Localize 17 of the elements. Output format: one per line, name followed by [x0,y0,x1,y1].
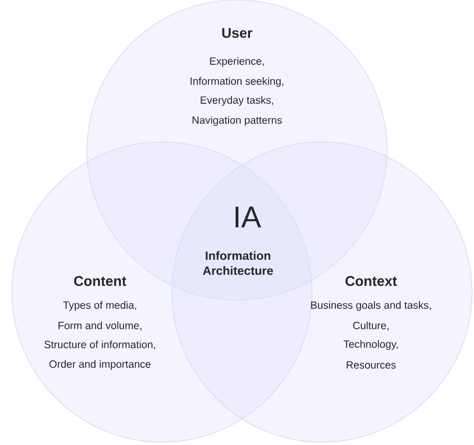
list-item: Order and importance [49,360,151,370]
circle-title: Context [346,276,397,286]
list-item: Culture, [353,322,388,330]
list-item: Experience, [210,57,264,67]
circle-title: User [222,28,252,38]
center-subtitle: Information Architecture [202,251,273,275]
list-item: Form and volume, [58,322,142,330]
list-item: Technology, [344,340,398,350]
list-item: Information seeking, [190,77,284,87]
list-item: Business goals and tasks, [311,301,431,311]
list-item: Navigation patterns [192,116,282,126]
list-item: Resources [346,361,396,369]
circle-title: Content [74,276,126,286]
list-item: Structure of information, [44,340,156,350]
center-title: IA [236,206,262,228]
list-item: Everyday tasks, [200,96,274,106]
list-item: Types of media, [63,301,136,311]
